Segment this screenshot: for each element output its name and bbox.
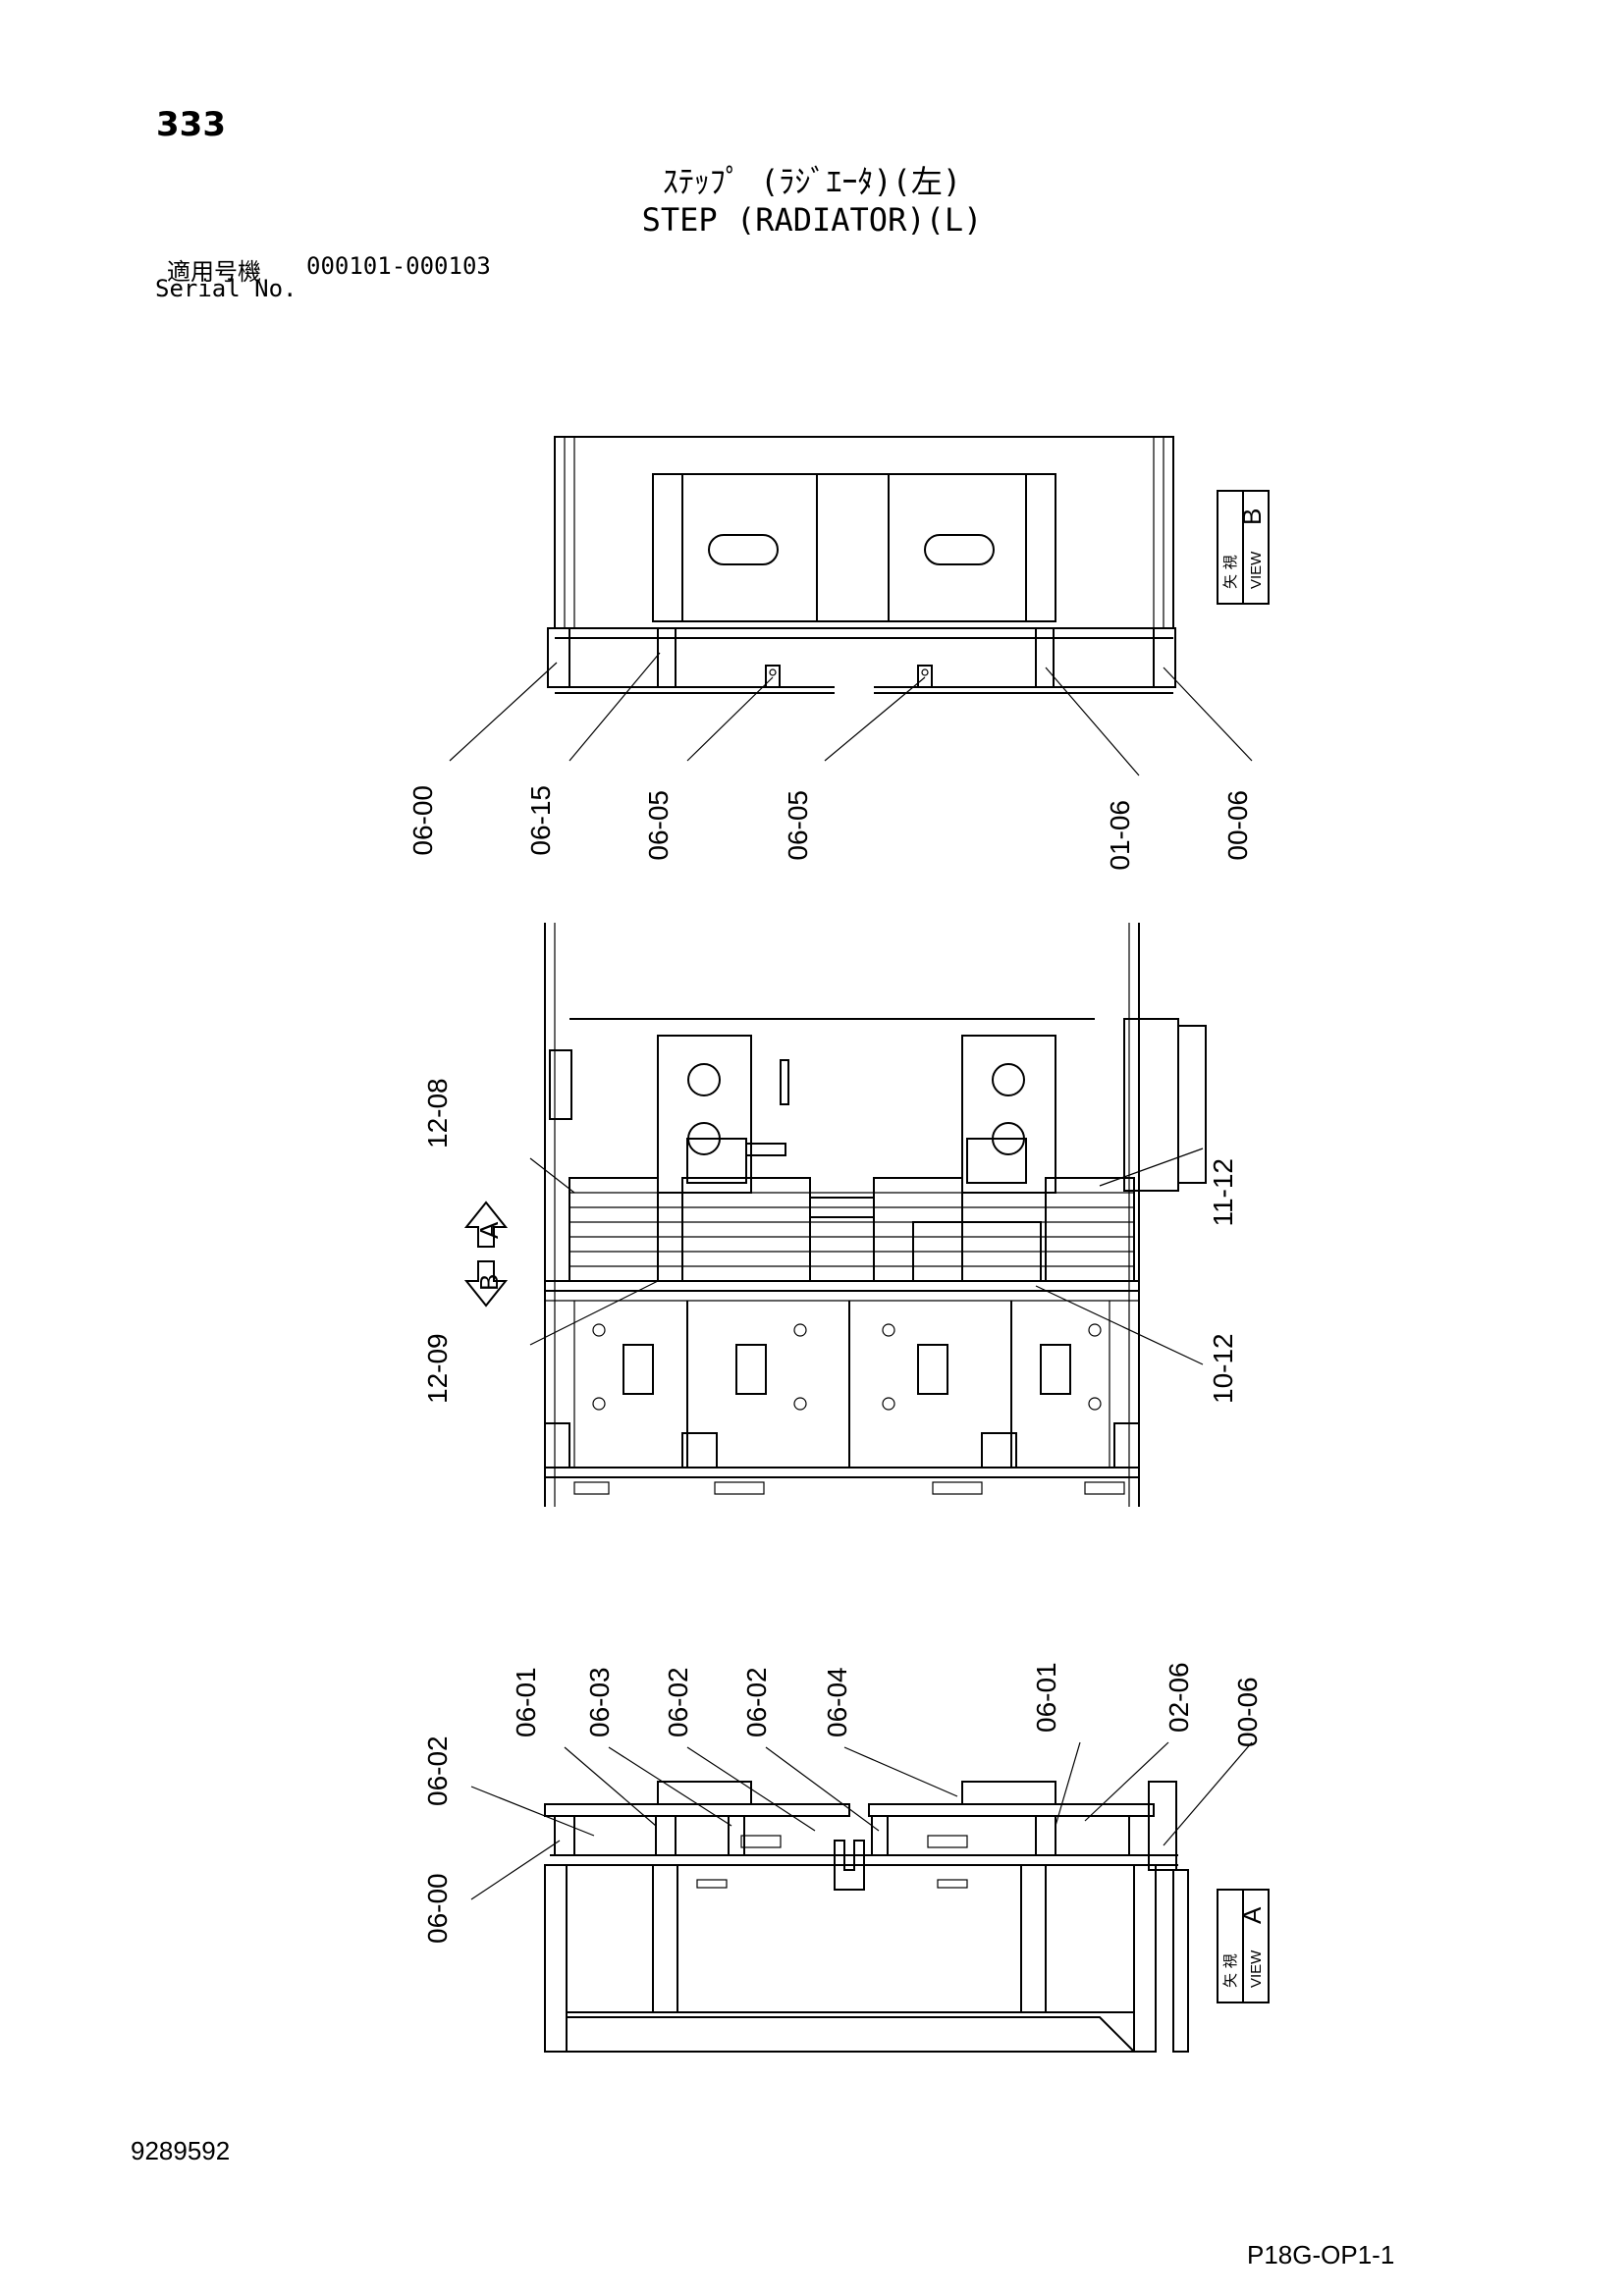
svg-text:矢 視: 矢 視 <box>1221 555 1239 589</box>
callout-00-06: 00-06 <box>1232 1677 1263 1747</box>
callout-06-02: 06-02 <box>741 1667 772 1737</box>
callout-06-03: 06-03 <box>584 1667 615 1737</box>
callout-01-06: 01-06 <box>1105 800 1135 871</box>
callout-06-15: 06-15 <box>525 785 556 856</box>
title-english: STEP (RADIATOR)(L) <box>641 201 983 239</box>
bottom-view-leaders <box>470 1741 1253 1900</box>
callout-06-02: 06-02 <box>663 1667 693 1737</box>
svg-text:VIEW: VIEW <box>1248 551 1265 589</box>
page-code: P18G-OP1-1 <box>1247 2240 1395 2269</box>
middle-view-drawing <box>544 923 1207 1507</box>
bottom-view-callouts: 06-02 06-01 06-03 06-02 06-02 06-04 06-0… <box>422 1662 1263 1944</box>
document-number: 9289592 <box>131 2136 231 2165</box>
callout-10-12: 10-12 <box>1208 1333 1238 1404</box>
serial-range: 000101-000103 <box>306 252 491 280</box>
view-a-label: 矢 視 VIEW A <box>1217 1889 1270 2003</box>
top-view-drawing <box>547 436 1176 694</box>
callout-06-04: 06-04 <box>822 1667 852 1737</box>
svg-text:A: A <box>474 1221 504 1239</box>
callout-06-02: 06-02 <box>422 1735 453 1806</box>
middle-view-callouts: 12-08 11-12 12-09 10-12 <box>422 1078 1238 1404</box>
view-direction-arrow: A B <box>463 1201 509 1308</box>
callout-12-08: 12-08 <box>422 1078 453 1148</box>
top-view-callouts: 06-00 06-15 06-05 06-05 01-06 00-06 <box>407 785 1253 871</box>
callout-06-05: 06-05 <box>783 790 813 861</box>
view-b-label: 矢 視 VIEW B <box>1217 490 1270 605</box>
serial-label-japanese: 適用号機 <box>167 258 261 286</box>
svg-text:矢 視: 矢 視 <box>1221 1953 1239 1988</box>
callout-12-09: 12-09 <box>422 1333 453 1404</box>
middle-view-leaders <box>529 1148 1204 1365</box>
callout-11-12: 11-12 <box>1208 1158 1238 1227</box>
callout-06-00: 06-00 <box>407 785 438 856</box>
title-japanese: ｽﾃｯﾌﾟ (ﾗｼﾞｴｰﾀ)(左) <box>662 163 962 200</box>
svg-text:A: A <box>1237 1906 1267 1924</box>
svg-text:B: B <box>1237 508 1267 525</box>
callout-06-01: 06-01 <box>511 1667 541 1737</box>
callout-06-05: 06-05 <box>643 790 674 861</box>
svg-text:VIEW: VIEW <box>1248 1949 1265 1988</box>
page-number: 333 <box>156 105 226 144</box>
callout-06-00: 06-00 <box>422 1873 453 1944</box>
callout-06-01: 06-01 <box>1031 1662 1061 1733</box>
serial-label-english: Serial No. <box>155 275 298 302</box>
bottom-view-drawing <box>544 1781 1189 2053</box>
callout-00-06: 00-06 <box>1222 790 1253 861</box>
callout-02-06: 02-06 <box>1164 1662 1194 1733</box>
top-view-leaders <box>449 652 1253 776</box>
svg-text:B: B <box>474 1274 504 1291</box>
